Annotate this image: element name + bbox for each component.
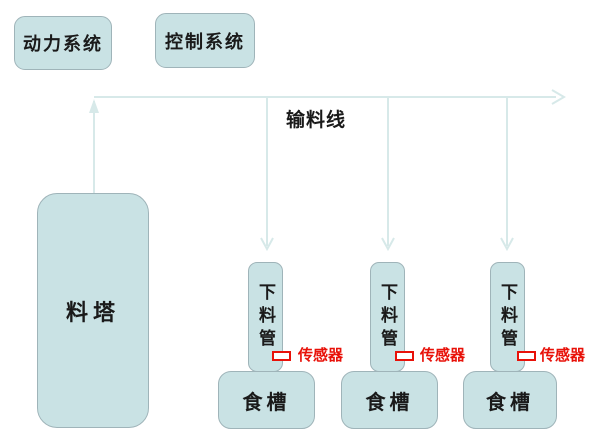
node-feed-tower-label: 料塔 <box>65 300 120 326</box>
tower-arrowhead-up <box>89 99 99 113</box>
node-control-system: 控制系统 <box>155 13 255 68</box>
drop-arrowhead-1 <box>260 237 274 252</box>
node-drop-pipe-3-label: 下料管 <box>497 282 517 352</box>
sensor-label-3: 传感器 <box>540 346 586 364</box>
feed-line-label: 输料线 <box>286 109 347 131</box>
sensor-label-1: 传感器 <box>298 346 344 364</box>
sensor-marker-1 <box>272 351 291 361</box>
node-drop-pipe-1-label: 下料管 <box>255 282 275 352</box>
node-trough-2: 食槽 <box>341 371 438 429</box>
node-drop-pipe-2-label: 下料管 <box>377 282 397 352</box>
node-trough-2-label: 食槽 <box>365 389 414 414</box>
drop-arrowhead-2 <box>381 237 395 252</box>
node-trough-3: 食槽 <box>463 371 557 429</box>
sensor-marker-3 <box>517 351 536 361</box>
node-power-system-label: 动力系统 <box>23 34 103 55</box>
node-trough-3-label: 食槽 <box>486 389 534 414</box>
node-trough-1-label: 食槽 <box>242 389 291 414</box>
node-power-system: 动力系统 <box>14 16 112 70</box>
feed-line-arrowhead-right <box>551 89 566 105</box>
sensor-marker-2 <box>395 351 414 361</box>
node-feed-tower: 料塔 <box>37 193 149 428</box>
sensor-label-2: 传感器 <box>420 346 466 364</box>
node-control-system-label: 控制系统 <box>165 31 245 53</box>
node-trough-1: 食槽 <box>218 371 315 429</box>
drop-arrowhead-3 <box>500 237 514 252</box>
